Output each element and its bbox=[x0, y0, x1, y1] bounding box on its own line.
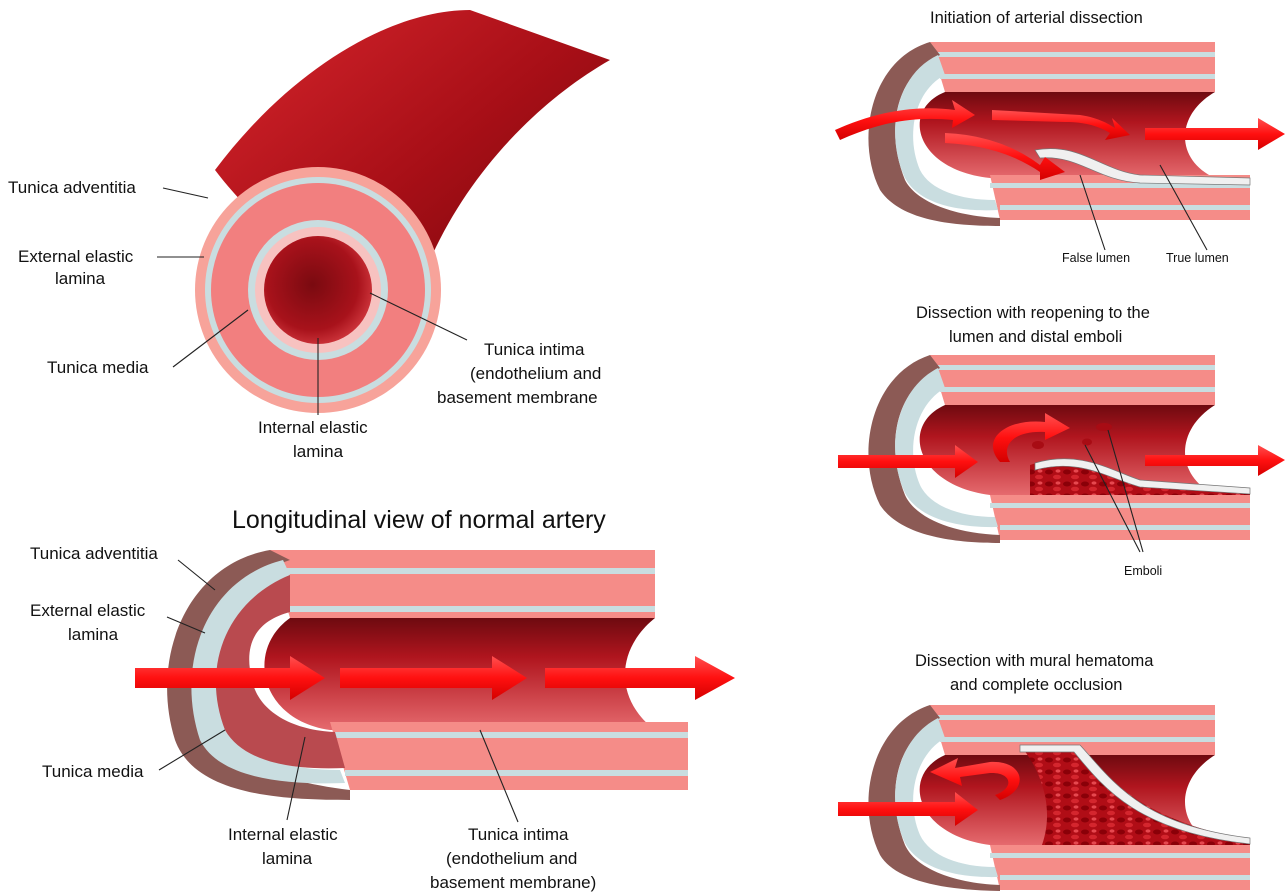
label-external-elastic-lamina: lamina bbox=[55, 269, 106, 288]
label-intima-detail-2: basement membrane bbox=[437, 388, 598, 407]
long-label-external-elastic-lamina: lamina bbox=[68, 625, 119, 644]
panel-occlusion-title-1: Dissection with mural hematoma bbox=[915, 652, 1154, 670]
label-tunica-intima: Tunica intima bbox=[484, 340, 585, 359]
panel-reopening-title-2: lumen and distal emboli bbox=[949, 328, 1122, 346]
label-internal-elastic-lamina: lamina bbox=[293, 442, 344, 461]
label-intima-detail-1: (endothelium and bbox=[470, 364, 601, 383]
label-true-lumen: True lumen bbox=[1166, 251, 1229, 265]
long-label-tunica-intima: Tunica intima bbox=[468, 825, 569, 844]
long-label-internal-elastic: Internal elastic bbox=[228, 825, 338, 844]
label-emboli: Emboli bbox=[1124, 564, 1162, 578]
label-false-lumen: False lumen bbox=[1062, 251, 1130, 265]
long-label-internal-elastic-lamina: lamina bbox=[262, 849, 313, 868]
label-tunica-adventitia: Tunica adventitia bbox=[8, 178, 136, 197]
panel-occlusion-artery bbox=[868, 705, 1250, 891]
label-tunica-media: Tunica media bbox=[47, 358, 149, 377]
panel-initiation-title: Initiation of arterial dissection bbox=[930, 9, 1143, 27]
long-label-tunica-media: Tunica media bbox=[42, 762, 144, 781]
long-label-intima-detail-2: basement membrane) bbox=[430, 873, 596, 892]
long-label-intima-detail-1: (endothelium and bbox=[446, 849, 577, 868]
lumen bbox=[264, 236, 372, 344]
panel-reopening-artery bbox=[868, 355, 1250, 543]
panel-reopening-title-1: Dissection with reopening to the bbox=[916, 304, 1150, 322]
long-label-external-elastic: External elastic bbox=[30, 601, 146, 620]
longitudinal-title: Longitudinal view of normal artery bbox=[232, 506, 606, 534]
panel-occlusion-title-2: and complete occlusion bbox=[950, 676, 1122, 694]
long-label-tunica-adventitia: Tunica adventitia bbox=[30, 544, 158, 563]
label-internal-elastic: Internal elastic bbox=[258, 418, 368, 437]
label-external-elastic: External elastic bbox=[18, 247, 134, 266]
